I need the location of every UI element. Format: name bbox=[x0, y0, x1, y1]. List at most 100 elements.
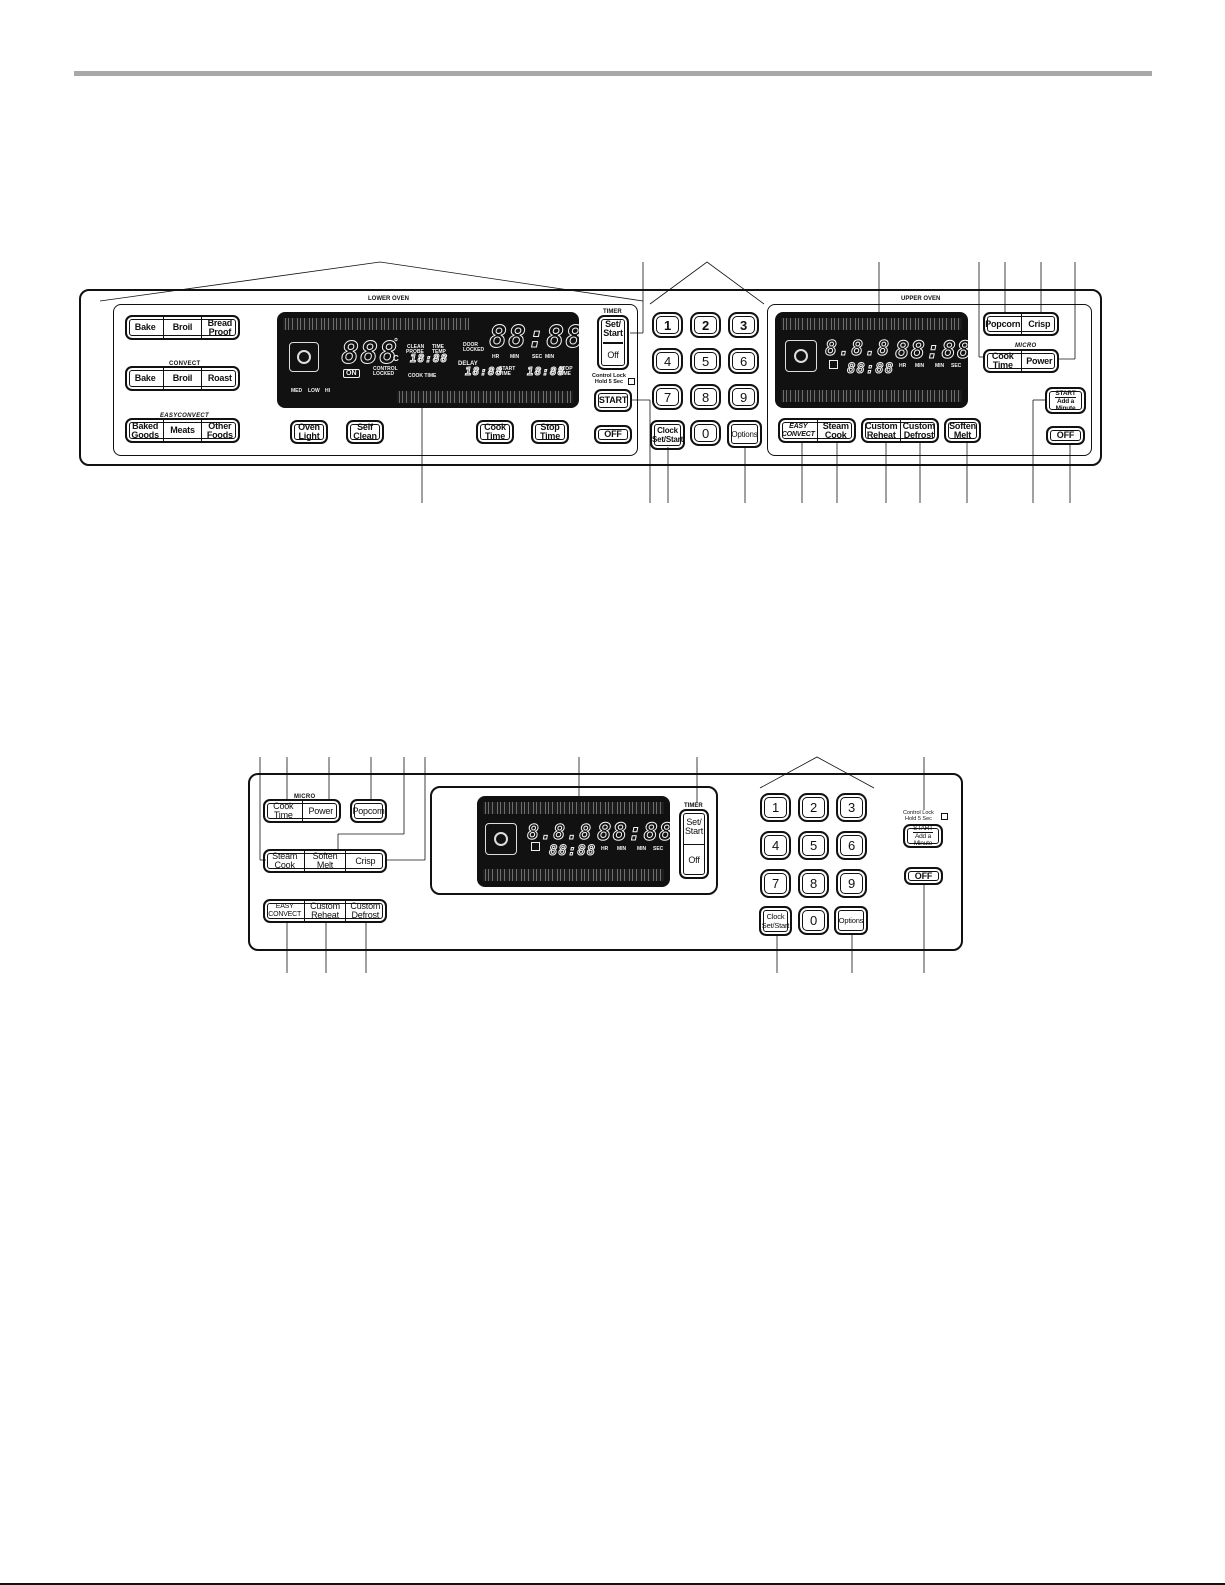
convect-buttons[interactable]: Bake Broil Roast bbox=[125, 366, 240, 391]
single-min2-label: MIN bbox=[637, 846, 647, 852]
lower-bake-broil-bread-proof-buttons[interactable]: Bake Broil Bread Proof bbox=[125, 315, 240, 340]
baked-goods-button[interactable]: Baked Goods bbox=[131, 420, 159, 440]
single-keypad-3[interactable]: 3 bbox=[836, 793, 867, 822]
single-keypad-7[interactable]: 7 bbox=[760, 869, 791, 898]
custom-reheat-defrost-buttons[interactable]: Custom Reheat Custom Defrost bbox=[861, 418, 939, 443]
single-off-button[interactable]: OFF bbox=[904, 867, 943, 885]
single-oven-display: 8.8.8 88:88 88:88 HR MIN MIN SEC bbox=[477, 796, 670, 887]
single-custom-defrost-button[interactable]: Custom Defrost bbox=[344, 901, 385, 921]
steam-cook-button[interactable]: Steam Cook bbox=[816, 420, 855, 441]
single-keypad-6[interactable]: 6 bbox=[836, 831, 867, 860]
soften-melt-button[interactable]: Soften Melt bbox=[944, 418, 981, 443]
single-small-clock: 88:88 bbox=[548, 843, 597, 860]
single-keypad-1[interactable]: 1 bbox=[760, 793, 791, 822]
lower-stop-time-button[interactable]: Stop Time bbox=[531, 420, 569, 444]
single-soften-melt-button[interactable]: Soften Melt bbox=[304, 851, 344, 871]
single-keypad-2[interactable]: 2 bbox=[798, 793, 829, 822]
single-keypad-8[interactable]: 8 bbox=[798, 869, 829, 898]
single-cook-time-button[interactable]: Cook Time bbox=[273, 801, 294, 820]
single-power-button[interactable]: Power bbox=[301, 801, 340, 821]
single-display-text-row-bottom bbox=[483, 869, 664, 881]
oven-light-button[interactable]: Oven Light bbox=[290, 420, 328, 444]
keypad-1[interactable]: 1 bbox=[652, 312, 683, 338]
convect-label: CONVECT bbox=[166, 361, 204, 367]
other-foods-button[interactable]: Other Foods bbox=[200, 420, 238, 441]
upper-start-add-minute-button[interactable]: START Add a Minute bbox=[1045, 387, 1086, 414]
timer-off-button[interactable]: Off bbox=[607, 350, 619, 361]
timer-set-start-button[interactable]: Set/ Start bbox=[603, 317, 623, 344]
popcorn-button[interactable]: Popcorn bbox=[985, 318, 1021, 329]
single-popcorn-button[interactable]: Popcorn bbox=[350, 799, 387, 823]
lower-start-button[interactable]: START bbox=[594, 389, 632, 412]
bread-proof-button[interactable]: Bread Proof bbox=[200, 317, 238, 338]
single-clock-set-start-button[interactable]: Clock Set/Start bbox=[759, 906, 792, 936]
lower-off-button[interactable]: OFF bbox=[594, 425, 632, 444]
single-convect-reheat-defrost-buttons[interactable]: EASY CONVECT Custom Reheat Custom Defros… bbox=[263, 899, 387, 923]
single-start-add-minute-button[interactable]: START Add a Minute bbox=[903, 824, 943, 848]
single-keypad-5[interactable]: 5 bbox=[798, 831, 829, 860]
keypad-3[interactable]: 3 bbox=[728, 312, 759, 338]
micro-power-button[interactable]: Power bbox=[1020, 351, 1058, 371]
crisp-button[interactable]: Crisp bbox=[1020, 314, 1058, 334]
footer-rule bbox=[0, 1583, 1225, 1585]
keypad-9[interactable]: 9 bbox=[728, 384, 759, 410]
single-micro-buttons[interactable]: Cook Time Power bbox=[263, 799, 341, 823]
single-timer-set-start-button[interactable]: Set/ Start bbox=[683, 811, 705, 845]
single-timer-off-button[interactable]: Off bbox=[688, 855, 700, 866]
single-steam-soften-crisp-buttons[interactable]: Steam Cook Soften Melt Crisp bbox=[263, 849, 387, 873]
timer-button[interactable]: Set/ Start Off bbox=[597, 315, 629, 370]
upper-start-label: START bbox=[1055, 389, 1076, 398]
options-button[interactable]: Options bbox=[727, 420, 762, 448]
upper-oven-display: 8.8.8 88:88 88:88 HR MIN MIN SEC bbox=[775, 312, 968, 408]
easy-convect-steam-cook-buttons[interactable]: EASY CONVECT Steam Cook bbox=[778, 418, 856, 443]
self-clean-button[interactable]: Self Clean bbox=[346, 420, 384, 444]
keypad-4[interactable]: 4 bbox=[652, 348, 683, 374]
single-keypad-4[interactable]: 4 bbox=[760, 831, 791, 860]
keypad-0[interactable]: 0 bbox=[690, 420, 721, 446]
lower-broil-button[interactable]: Broil bbox=[163, 317, 200, 338]
lower-bake-button[interactable]: Bake bbox=[134, 322, 156, 332]
easy-convect-button[interactable]: EASY CONVECT bbox=[781, 422, 815, 438]
easyconvect-buttons[interactable]: Baked Goods Meats Other Foods bbox=[125, 418, 240, 443]
keypad-7[interactable]: 7 bbox=[652, 384, 683, 410]
single-options-button[interactable]: Options bbox=[834, 906, 868, 935]
keypad-2[interactable]: 2 bbox=[690, 312, 721, 338]
lower-celsius: C bbox=[393, 354, 399, 363]
convect-bake-button[interactable]: Bake bbox=[134, 373, 156, 383]
easyconvect-label: EASYCONVECT bbox=[157, 413, 212, 419]
upper-display-text-row-bottom bbox=[781, 390, 962, 402]
upper-sec-label: SEC bbox=[951, 363, 962, 369]
lower-cook-time-button[interactable]: Cook Time bbox=[476, 420, 514, 444]
single-timer-button[interactable]: Set/ Start Off bbox=[679, 809, 709, 879]
single-keypad-0[interactable]: 0 bbox=[798, 906, 829, 935]
popcorn-crisp-buttons[interactable]: Popcorn Crisp bbox=[983, 312, 1059, 336]
upper-off-button[interactable]: OFF bbox=[1046, 426, 1085, 445]
lower-probe-label: PROBE bbox=[406, 349, 424, 355]
convect-broil-button[interactable]: Broil bbox=[163, 368, 200, 389]
single-keypad-9[interactable]: 9 bbox=[836, 869, 867, 898]
lower-temp-digits: 888 bbox=[340, 336, 399, 372]
meats-button[interactable]: Meats bbox=[163, 420, 200, 441]
single-crisp-button[interactable]: Crisp bbox=[344, 851, 385, 871]
convect-roast-button[interactable]: Roast bbox=[200, 368, 238, 389]
single-easy-convect-button[interactable]: EASY CONVECT bbox=[268, 903, 302, 918]
custom-reheat-button[interactable]: Custom Reheat bbox=[865, 420, 898, 440]
lower-start-time-digits: 18:88 bbox=[464, 365, 504, 379]
keypad-6[interactable]: 6 bbox=[728, 348, 759, 374]
single-timer-label: TIMER bbox=[684, 803, 703, 809]
single-control-lock-icon bbox=[941, 813, 948, 820]
lower-sec-label: SEC bbox=[532, 354, 543, 360]
lower-display-text-row-bottom bbox=[397, 391, 573, 403]
lower-fan-med: MED bbox=[291, 388, 303, 394]
keypad-8[interactable]: 8 bbox=[690, 384, 721, 410]
single-steam-cook-button[interactable]: Steam Cook bbox=[272, 851, 298, 870]
single-display-frame bbox=[430, 786, 718, 895]
micro-buttons[interactable]: Cook Time Power bbox=[983, 349, 1059, 373]
custom-defrost-button[interactable]: Custom Defrost bbox=[899, 420, 938, 441]
micro-cook-time-button[interactable]: Cook Time bbox=[991, 351, 1014, 370]
lower-stop-time-digits: 18:88 bbox=[526, 365, 566, 379]
clock-set-start-button[interactable]: Clock Set/Start bbox=[650, 420, 685, 450]
lower-clean-label: CLEAN bbox=[407, 344, 425, 350]
keypad-5[interactable]: 5 bbox=[690, 348, 721, 374]
single-custom-reheat-button[interactable]: Custom Reheat bbox=[304, 901, 344, 921]
